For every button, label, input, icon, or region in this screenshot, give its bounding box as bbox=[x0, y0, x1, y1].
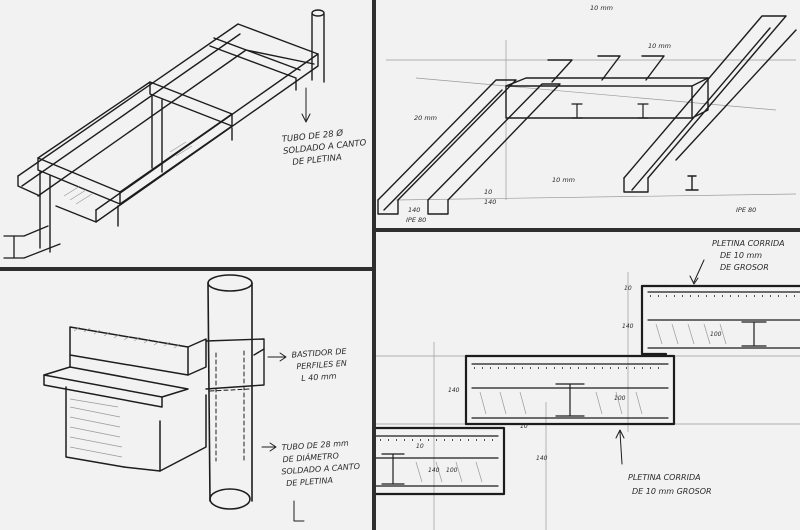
plate-note-top: PLETINA CORRIDA DE 10 mm DE GROSOR bbox=[712, 239, 785, 272]
dim-140-bottom: 140 bbox=[536, 455, 548, 462]
leader-arrow bbox=[301, 87, 311, 123]
frame-note-line-2: PERFILES EN bbox=[296, 359, 347, 372]
cross-beams bbox=[37, 37, 301, 205]
dim-100-b: 100 bbox=[614, 395, 626, 402]
beam-label-right: IPE 80 bbox=[736, 206, 756, 214]
dim-10-mid: 10 bbox=[520, 423, 528, 430]
construction-lines bbox=[386, 40, 797, 201]
dim-middle: 10 mm bbox=[552, 176, 575, 184]
tube-note: TUBO DE 28 mm DE DIÁMETRO SOLDADO A CANT… bbox=[281, 439, 360, 488]
leaders bbox=[615, 259, 705, 465]
frame-note-line-3: L 40 mm bbox=[301, 371, 337, 382]
dim-140-b: 140 bbox=[408, 206, 420, 214]
plate-note-top-line-2: DE 10 mm bbox=[720, 251, 762, 260]
hidden-lines bbox=[209, 350, 251, 462]
module-middle-fill bbox=[471, 363, 669, 419]
sketch-panel-beams-perspective: 10 mm 10 mm 20 mm 10 mm 10 140 140 IPE 8… bbox=[376, 0, 800, 228]
dim-140-mid: 140 bbox=[448, 387, 460, 394]
beam-end-section bbox=[3, 225, 61, 259]
tube bbox=[207, 274, 253, 510]
right-long-beam bbox=[623, 15, 797, 193]
dim-100-a: 100 bbox=[710, 331, 722, 338]
top-hatching bbox=[73, 326, 181, 349]
dim-140-side: 140 bbox=[428, 467, 440, 474]
tube bbox=[311, 9, 325, 83]
plate-note-top-line-1: PLETINA CORRIDA bbox=[712, 239, 785, 248]
frame-note: BASTIDOR DE PERFILES EN L 40 mm bbox=[291, 347, 347, 383]
construction-lines bbox=[376, 272, 800, 530]
frame-isometric-drawing: TUBO DE 28 Ø SOLDADO A CANTO DE PLETINA bbox=[3, 9, 367, 259]
side-hatching bbox=[69, 398, 123, 458]
beams-perspective-drawing: 10 mm 10 mm 20 mm 10 mm 10 140 140 IPE 8… bbox=[377, 4, 797, 224]
dim-10-side: 10 bbox=[416, 443, 424, 450]
left-long-beam bbox=[377, 79, 561, 215]
weld-dots bbox=[380, 295, 796, 441]
plate-note-bottom-line-2: DE 10 mm GROSOR bbox=[632, 487, 712, 496]
sketch-panel-tube-detail: BASTIDOR DE PERFILES EN L 40 mm TUBO DE … bbox=[0, 271, 372, 530]
tube-detail-drawing: BASTIDOR DE PERFILES EN L 40 mm TUBO DE … bbox=[43, 274, 360, 522]
module-top-right bbox=[640, 284, 800, 356]
sketch-panel-frame-isometric: TUBO DE 28 Ø SOLDADO A CANTO DE PLETINA bbox=[0, 0, 372, 267]
dimension-labels: 10 140 140 10 140 100 100 100 140 10 bbox=[416, 285, 722, 474]
tube-note-line-4: DE PLETINA bbox=[286, 476, 333, 488]
dim-10: 10 bbox=[484, 188, 492, 196]
tube-note-line-1: TUBO DE 28 mm bbox=[281, 439, 349, 453]
module-bottom-left bbox=[376, 426, 506, 496]
leaders bbox=[261, 352, 305, 522]
frame-box bbox=[43, 326, 207, 472]
posts bbox=[39, 95, 233, 253]
dim-140-a: 140 bbox=[484, 198, 496, 206]
module-top-right-fill bbox=[647, 291, 800, 349]
dim-140-top: 140 bbox=[622, 323, 634, 330]
dim-100-c: 100 bbox=[446, 467, 458, 474]
shading bbox=[63, 141, 193, 205]
beam-label-left: IPE 80 bbox=[406, 216, 426, 224]
sketch-panel-section: 10 140 140 10 140 100 100 100 140 10 PLE… bbox=[376, 232, 800, 530]
dim-top: 10 mm bbox=[590, 4, 613, 12]
module-bottom-left-fill bbox=[376, 435, 499, 487]
i-sections bbox=[571, 103, 649, 119]
plate bbox=[205, 338, 265, 390]
cross-beams bbox=[505, 55, 709, 119]
dim-10-top: 10 bbox=[624, 285, 632, 292]
plate-note-bottom: PLETINA CORRIDA DE 10 mm GROSOR bbox=[628, 473, 712, 496]
long-rails bbox=[17, 23, 319, 223]
frame-note-line-1: BASTIDOR DE bbox=[291, 347, 347, 360]
tube-note-line-3: SOLDADO A CANTO bbox=[281, 462, 360, 476]
section-hatching bbox=[415, 323, 727, 483]
section-drawing: 10 140 140 10 140 100 100 100 140 10 PLE… bbox=[376, 239, 800, 530]
dim-left: 20 mm bbox=[414, 114, 437, 122]
dim-right: 10 mm bbox=[648, 42, 671, 50]
module-middle bbox=[464, 354, 676, 426]
plate-note-bottom-line-1: PLETINA CORRIDA bbox=[628, 473, 701, 482]
dimension-labels: 10 mm 10 mm 20 mm 10 mm 10 140 140 IPE 8… bbox=[406, 4, 756, 224]
plate-note-top-line-3: DE GROSOR bbox=[720, 263, 769, 272]
tube-note: TUBO DE 28 Ø SOLDADO A CANTO DE PLETINA bbox=[281, 127, 367, 167]
